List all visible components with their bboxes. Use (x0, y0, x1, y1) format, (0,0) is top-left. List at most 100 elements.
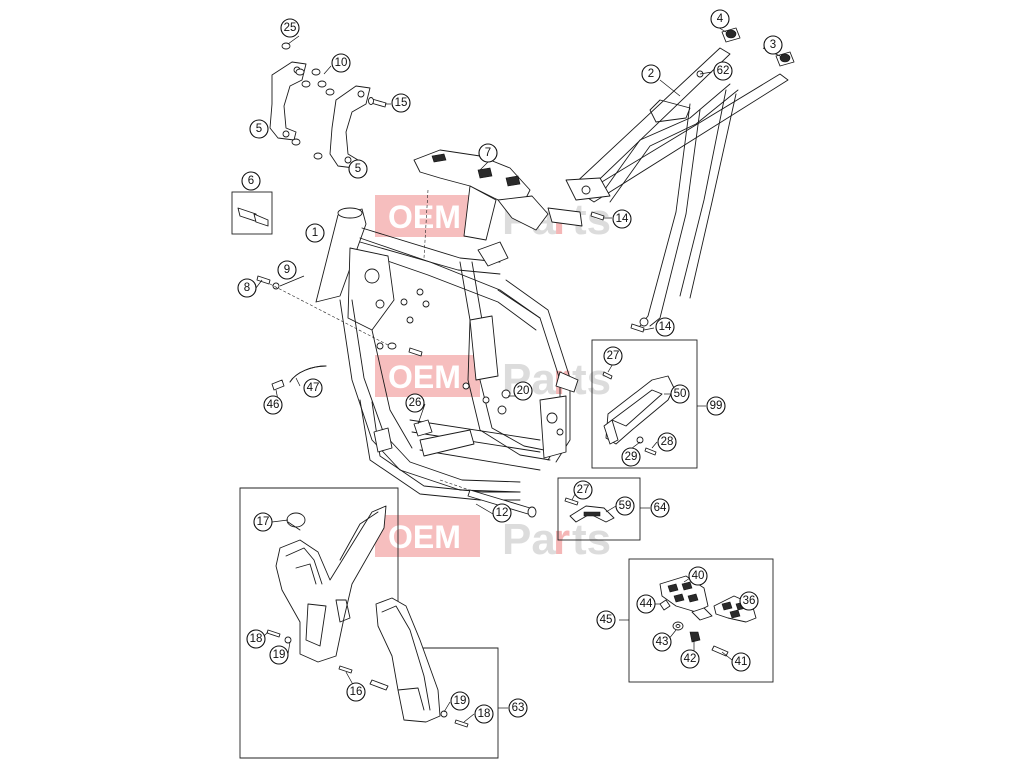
callout-99[interactable]: 99 (706, 396, 726, 416)
callout-3[interactable]: 3 (763, 35, 783, 55)
callout-64[interactable]: 64 (650, 498, 670, 518)
watermark-bike: BIKE (487, 532, 498, 555)
watermark-oem: OEM (388, 199, 461, 235)
callout-27[interactable]: 27 (573, 480, 593, 500)
svg-text:4: 4 (717, 13, 724, 25)
callouts: 25 10 15 5 5 6 1 9 8 7 4 3 2 62 14 14 47… (237, 9, 783, 724)
watermark-bike: BIKE (487, 372, 498, 395)
watermark-parts-r: r (553, 515, 570, 564)
svg-text:5: 5 (355, 163, 361, 175)
callout-29[interactable]: 29 (621, 447, 641, 467)
callout-7[interactable]: 7 (478, 143, 498, 163)
bolts-14 (590, 70, 704, 333)
callout-20[interactable]: 20 (513, 381, 533, 401)
callout-47[interactable]: 47 (303, 378, 323, 398)
callout-42[interactable]: 42 (680, 649, 700, 669)
part-26-20 (413, 389, 511, 437)
subframe[interactable] (565, 47, 789, 327)
callout-19[interactable]: 19 (269, 645, 289, 665)
svg-text:45: 45 (600, 614, 613, 626)
svg-text:10: 10 (335, 57, 348, 69)
svg-text:19: 19 (454, 695, 467, 707)
watermark-parts-b: ts (572, 515, 611, 564)
callout-45[interactable]: 45 (596, 610, 616, 630)
callout-15[interactable]: 15 (391, 93, 411, 113)
callout-63[interactable]: 63 (508, 698, 528, 718)
svg-text:29: 29 (625, 451, 638, 463)
svg-text:46: 46 (267, 399, 280, 411)
svg-text:1: 1 (312, 227, 318, 239)
callout-26[interactable]: 26 (405, 393, 425, 413)
watermark-bike: BIKE (487, 212, 498, 235)
callout-28[interactable]: 28 (657, 432, 677, 452)
callout-6[interactable]: 6 (241, 171, 261, 191)
callout-9[interactable]: 9 (277, 260, 297, 280)
svg-text:15: 15 (395, 97, 408, 109)
callout-25[interactable]: 25 (280, 18, 300, 38)
callout-2[interactable]: 2 (641, 64, 661, 84)
callout-40[interactable]: 40 (688, 566, 708, 586)
callout-43[interactable]: 43 (652, 632, 672, 652)
callout-8[interactable]: 8 (237, 278, 257, 298)
protector-hardware (266, 629, 469, 728)
callout-41[interactable]: 41 (731, 652, 751, 672)
cable-tie-17 (286, 512, 306, 531)
callout-16[interactable]: 16 (346, 682, 366, 702)
svg-text:63: 63 (512, 702, 525, 714)
svg-text:43: 43 (656, 636, 669, 648)
svg-text:99: 99 (710, 400, 723, 412)
skid-tab-7[interactable] (413, 149, 583, 259)
callout-10[interactable]: 10 (331, 53, 351, 73)
svg-text:47: 47 (307, 382, 320, 394)
callout-18[interactable]: 18 (474, 704, 494, 724)
washers-10 (281, 42, 335, 160)
vent-hose (271, 365, 327, 391)
engine-hanger-bracket-right[interactable] (329, 85, 371, 169)
callout-4[interactable]: 4 (710, 9, 730, 29)
group-45-box (619, 558, 774, 683)
svg-text:17: 17 (257, 516, 270, 528)
bolts-8-9 (256, 275, 423, 357)
watermark-parts-a: Pa (502, 515, 556, 564)
svg-text:64: 64 (654, 502, 667, 514)
subframe-plugs-3-4 (721, 27, 795, 67)
svg-text:7: 7 (485, 147, 491, 159)
svg-text:41: 41 (735, 656, 748, 668)
watermark-1: OEM BIKE Pa r ts (375, 195, 611, 244)
svg-text:14: 14 (616, 213, 629, 225)
frame-protector-right[interactable] (375, 597, 441, 723)
callout-27[interactable]: 27 (603, 346, 623, 366)
engine-hanger-bracket-left[interactable] (269, 61, 307, 141)
callout-19[interactable]: 19 (450, 691, 470, 711)
callout-36[interactable]: 36 (739, 591, 759, 611)
callout-5[interactable]: 5 (348, 159, 368, 179)
callout-12[interactable]: 12 (492, 503, 512, 523)
svg-text:8: 8 (244, 282, 250, 294)
callout-59[interactable]: 59 (615, 496, 635, 516)
svg-text:18: 18 (478, 708, 491, 720)
callout-17[interactable]: 17 (253, 512, 273, 532)
callout-5[interactable]: 5 (249, 119, 269, 139)
callout-18[interactable]: 18 (246, 629, 266, 649)
svg-text:14: 14 (659, 321, 672, 333)
group-63-box (239, 487, 508, 759)
callout-1[interactable]: 1 (305, 223, 325, 243)
svg-text:40: 40 (692, 570, 705, 582)
callout-44[interactable]: 44 (636, 594, 656, 614)
svg-text:42: 42 (684, 653, 697, 665)
footrest-right[interactable] (713, 595, 757, 623)
svg-text:25: 25 (284, 22, 297, 34)
watermark-oem: OEM (388, 359, 461, 395)
svg-text:28: 28 (661, 436, 674, 448)
callout-50[interactable]: 50 (670, 384, 690, 404)
callout-62[interactable]: 62 (713, 61, 733, 81)
main-frame[interactable] (315, 207, 579, 501)
callout-14[interactable]: 14 (655, 317, 675, 337)
callout-14[interactable]: 14 (612, 209, 632, 229)
svg-text:26: 26 (409, 397, 422, 409)
frame-protector-left[interactable] (275, 505, 387, 663)
watermark-3: OEM BIKE Pa r ts (375, 515, 611, 564)
svg-text:27: 27 (577, 484, 590, 496)
callout-46[interactable]: 46 (263, 395, 283, 415)
